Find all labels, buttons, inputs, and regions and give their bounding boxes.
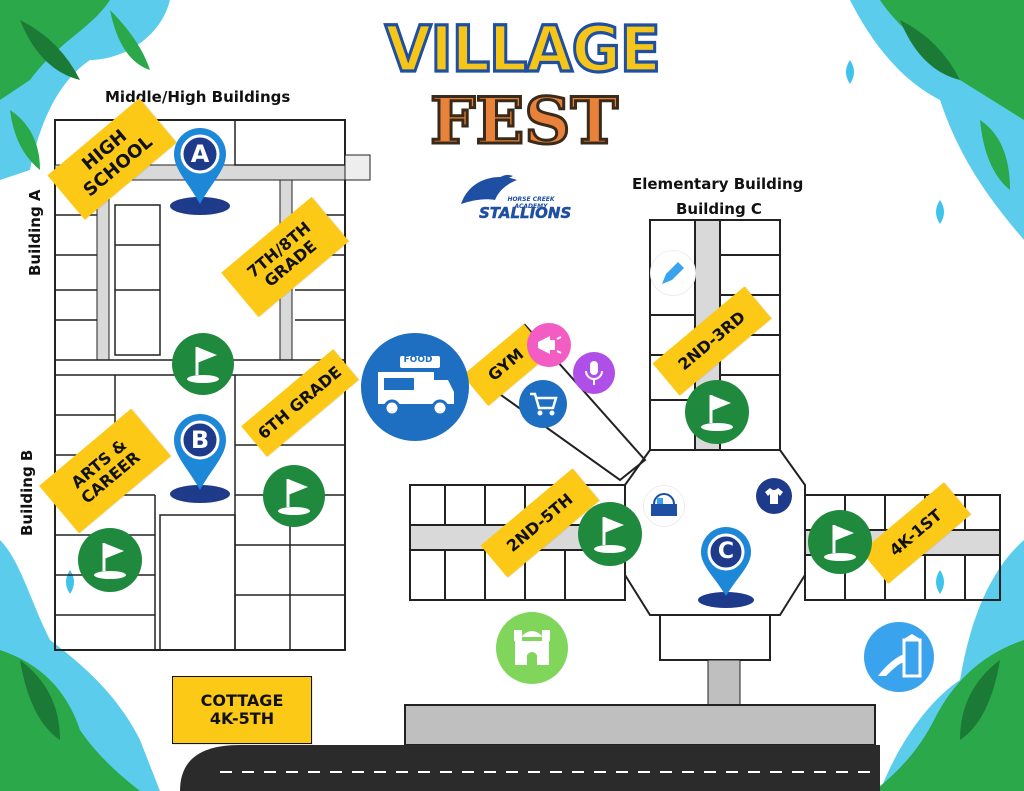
bounce-house-icon[interactable]: [496, 612, 568, 684]
golf-flag-icon[interactable]: [172, 333, 234, 395]
tshirt-icon[interactable]: [756, 478, 792, 514]
shopping-cart-icon[interactable]: [519, 380, 567, 428]
building-c-label: Building C: [676, 200, 762, 218]
road: [180, 704, 880, 791]
elementary-label: Elementary Building: [632, 175, 804, 193]
marker-c-letter: C: [717, 539, 735, 564]
stallion-horse-logo-icon: [461, 174, 517, 204]
golf-flag-icon[interactable]: [578, 502, 642, 566]
title-village: VILLAGE: [384, 12, 663, 89]
megaphone-icon[interactable]: [527, 323, 571, 367]
tag-cottage: COTTAGE 4K-5TH: [172, 676, 312, 744]
golf-flag-icon[interactable]: [263, 465, 325, 527]
building-a-label: Building A: [26, 189, 44, 276]
food-truck-icon: [378, 356, 454, 417]
microphone-icon[interactable]: [573, 352, 615, 394]
food-truck[interactable]: FOOD: [361, 333, 469, 441]
middle-high-label: Middle/High Buildings: [105, 88, 291, 106]
location-pin-c-icon: [698, 527, 754, 608]
cottage-line1: COTTAGE: [200, 690, 284, 710]
logo-small-text: HORSE CREEK ACADEMY: [507, 196, 555, 210]
marker-c[interactable]: C: [696, 522, 756, 608]
golf-flag-icon[interactable]: [685, 380, 749, 444]
location-pin-a-icon: [170, 128, 230, 215]
marker-a[interactable]: A: [168, 122, 232, 217]
marker-b-letter: B: [190, 426, 210, 454]
playground-slide-icon[interactable]: [864, 622, 934, 692]
marker-b[interactable]: B: [168, 408, 232, 503]
stallions-logo: HORSE CREEK ACADEMY STALLIONS: [455, 170, 572, 232]
building-b-label: Building B: [18, 449, 36, 536]
location-pin-b-icon: [170, 414, 230, 503]
pencil-icon[interactable]: [650, 250, 696, 296]
title-fest: FEST: [429, 83, 620, 161]
basket-icon[interactable]: [643, 485, 685, 527]
food-label: FOOD: [403, 355, 433, 365]
golf-flag-icon[interactable]: [808, 510, 872, 574]
marker-a-letter: A: [190, 140, 210, 168]
cottage-line2: 4K-5TH: [209, 709, 275, 728]
golf-flag-icon[interactable]: [78, 528, 142, 592]
logo-name: STALLIONS: [479, 204, 572, 223]
